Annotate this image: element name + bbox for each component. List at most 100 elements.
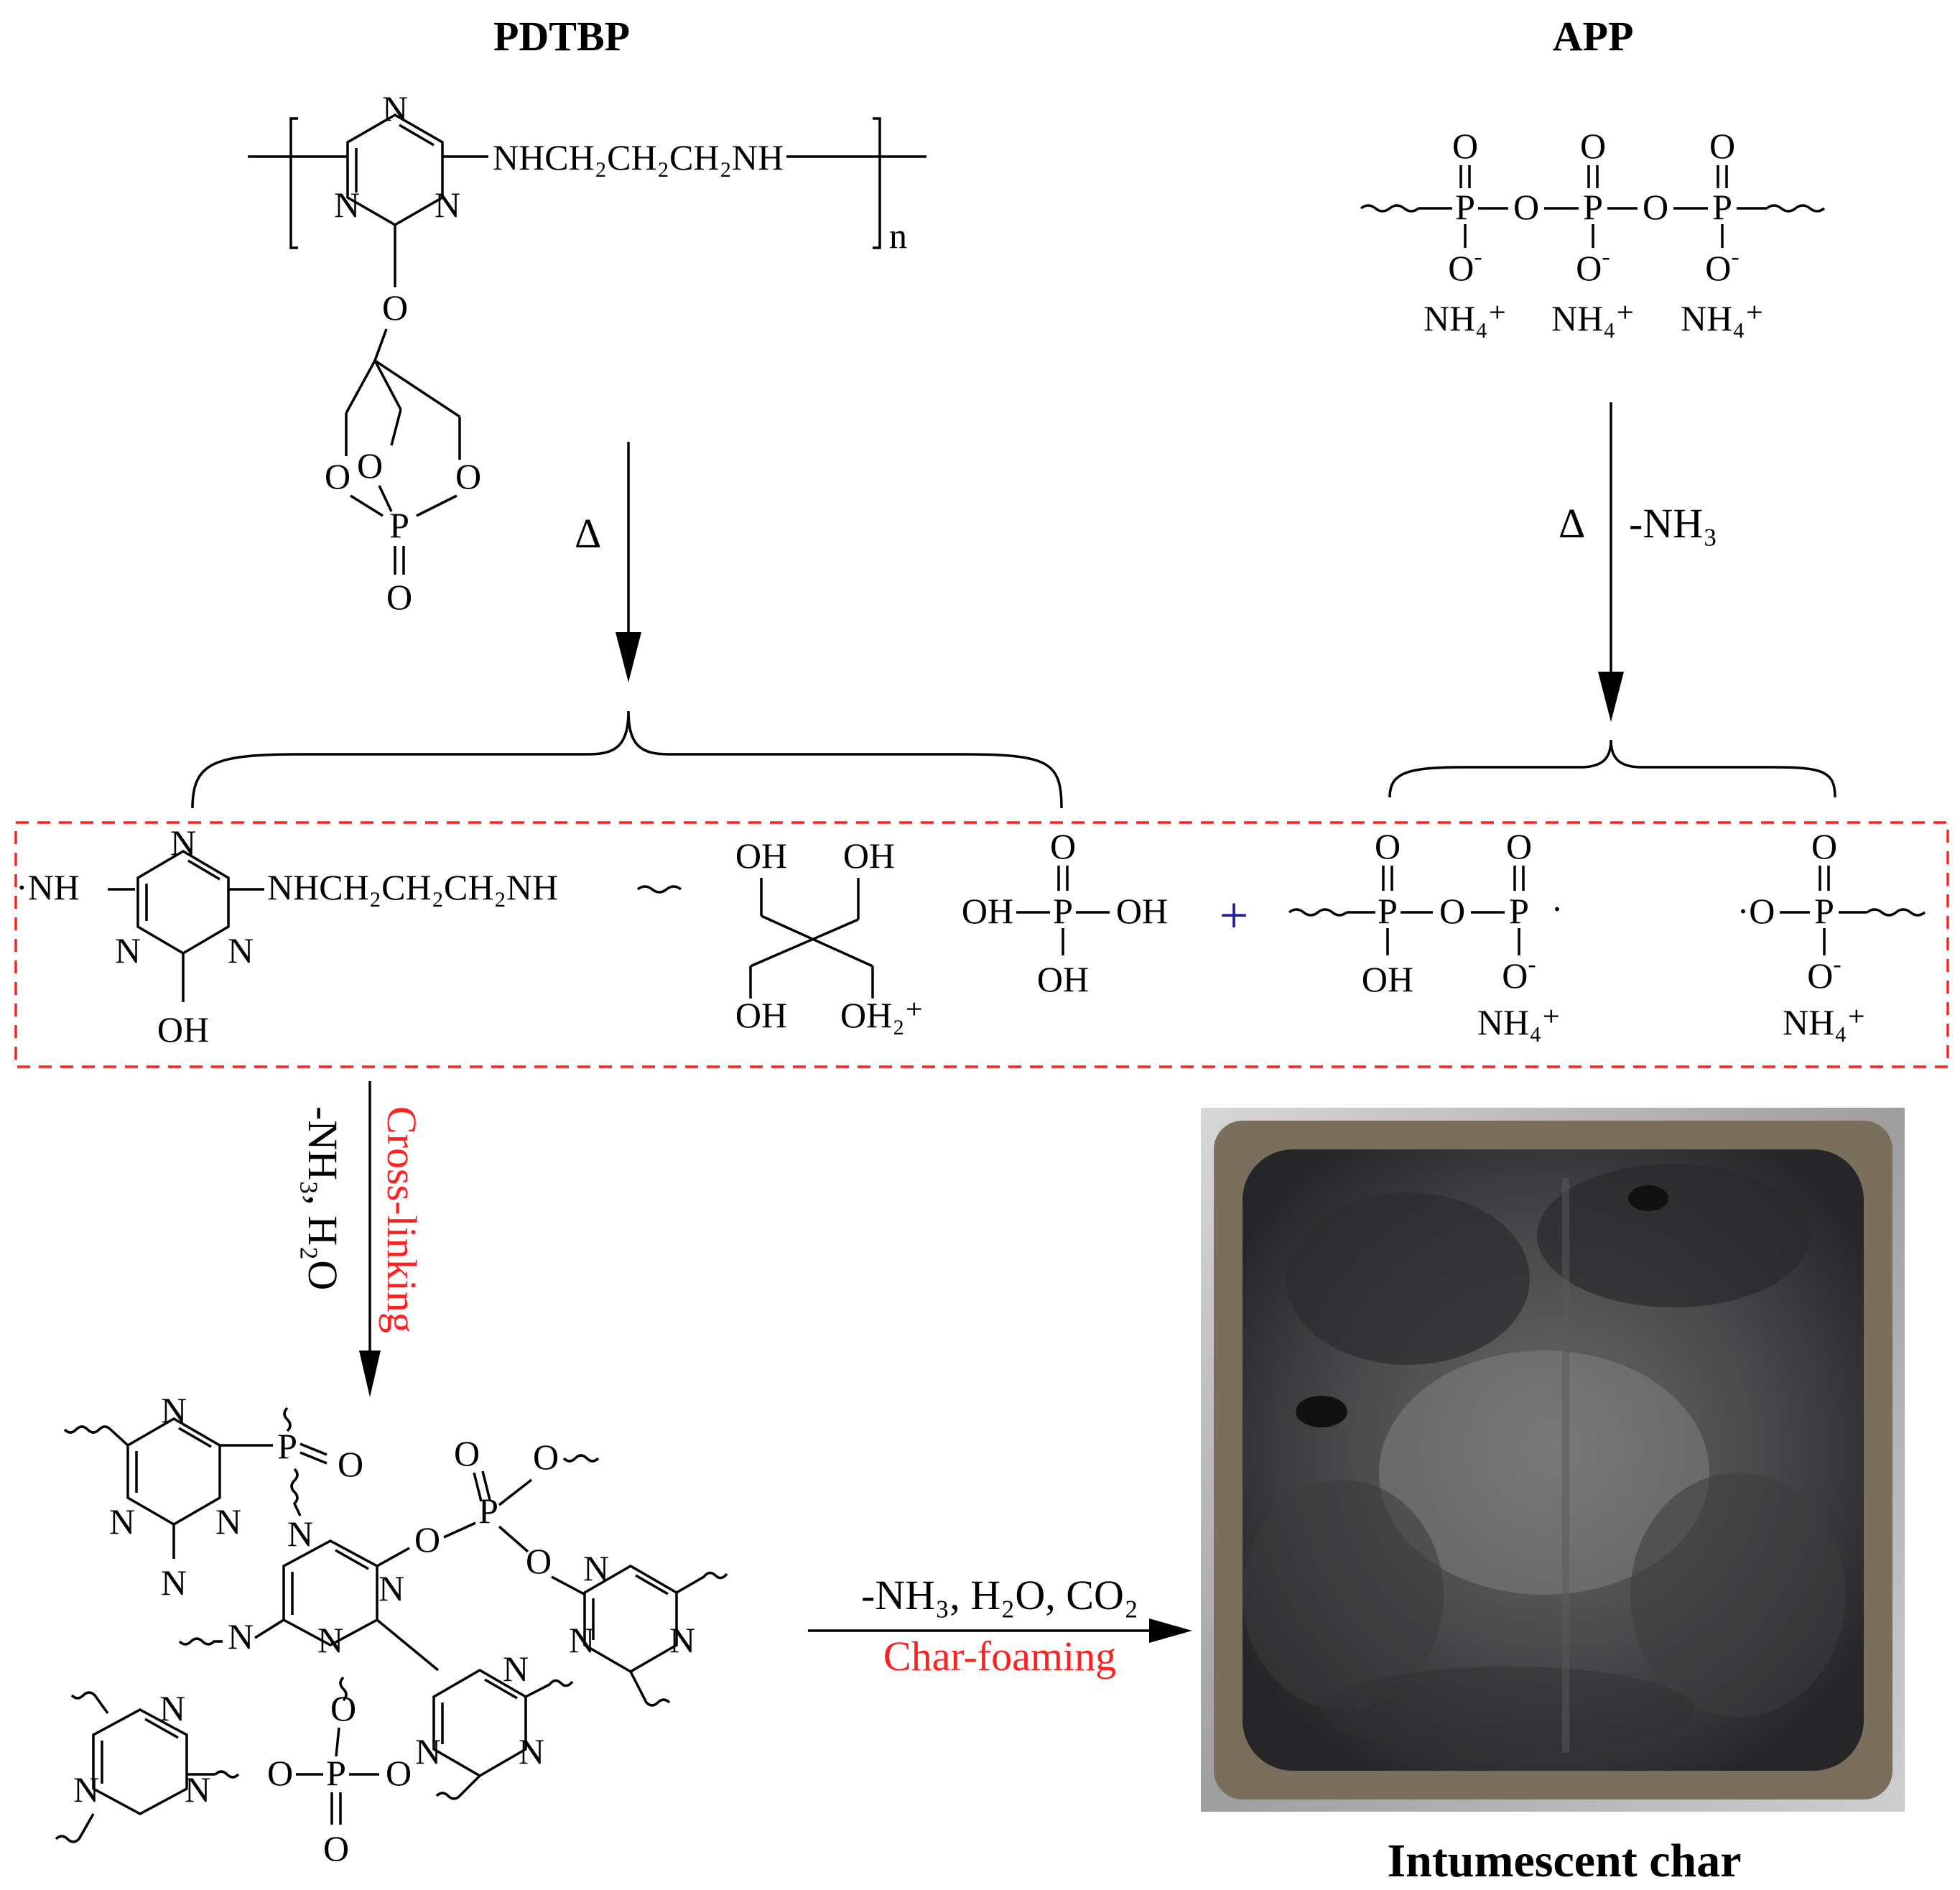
svg-text:O: O: [455, 456, 481, 496]
char-foaming-label: Char-foaming: [883, 1633, 1116, 1680]
svg-text:P: P: [277, 1426, 297, 1466]
svg-text:N: N: [503, 1649, 529, 1689]
pdtbp-brace: [191, 710, 1063, 809]
svg-text:O-: O-: [1705, 244, 1739, 288]
triazine-intermediate: ·NH N N N NHCH₂CH₂CH₂NH OH: [16, 823, 682, 1050]
app-brace: [1388, 739, 1836, 798]
svg-text:N: N: [519, 1731, 544, 1771]
app-structure: APP P O O- NH₄⁺ O P O O- NH₄⁺ O P O O- N…: [1360, 13, 1826, 338]
app-loss-label: -NH₃: [1629, 500, 1717, 547]
svg-text:N: N: [317, 1620, 343, 1660]
svg-text:·NH: ·NH: [16, 867, 80, 907]
svg-text:O: O: [1506, 826, 1532, 866]
svg-text:N: N: [73, 1769, 99, 1810]
intermediate-chain: NHCH₂CH₂CH₂NH: [267, 867, 558, 907]
svg-text:N: N: [161, 1562, 187, 1603]
svg-text:N: N: [170, 823, 196, 863]
svg-text:P: P: [389, 505, 409, 545]
svg-text:N: N: [378, 1568, 404, 1608]
svg-text:OH₂⁺: OH₂⁺: [840, 995, 924, 1035]
svg-text:N: N: [669, 1620, 695, 1660]
svg-text:N: N: [109, 1501, 135, 1542]
crosslinking-arrow: -NH₃, H₂O Cross-linking: [299, 1081, 425, 1397]
svg-text:OH: OH: [1362, 959, 1413, 999]
crosslink-loss-label: -NH₃, H₂O: [299, 1106, 346, 1290]
svg-text:NH₄⁺: NH₄⁺: [1681, 298, 1764, 338]
svg-text:N: N: [228, 930, 254, 971]
pdtbp-title: PDTBP: [493, 13, 630, 60]
app-heat-arrow: Δ -NH₃: [1559, 402, 1717, 722]
svg-text:O: O: [1580, 126, 1606, 166]
svg-text:OH: OH: [1116, 891, 1168, 931]
svg-text:·O: ·O: [1737, 891, 1775, 931]
svg-text:N: N: [115, 930, 141, 971]
char-foaming-arrow: -NH₃, H₂O, CO₂ Char-foaming: [808, 1572, 1192, 1680]
svg-text:O: O: [1452, 126, 1478, 166]
svg-text:N: N: [583, 1548, 609, 1588]
char-photo: [1201, 1108, 1905, 1812]
svg-text:O: O: [386, 577, 412, 617]
svg-text:P: P: [326, 1753, 346, 1793]
app-fragment-left: P O OH O P O O- NH₄⁺ ·: [1288, 826, 1564, 1042]
char-caption: Intumescent char: [1387, 1835, 1741, 1887]
svg-text:N: N: [334, 185, 360, 225]
svg-text:N: N: [415, 1731, 441, 1771]
pdtbp-repeat: n: [889, 216, 907, 256]
svg-text:O: O: [1643, 187, 1668, 227]
svg-text:OH: OH: [735, 995, 787, 1035]
svg-text:N: N: [185, 1769, 210, 1810]
svg-text:N: N: [161, 1390, 187, 1430]
svg-text:N: N: [382, 88, 408, 129]
pdtbp-structure: PDTBP N N N NHCH₂CH₂CH₂NH n O O O O P: [248, 13, 926, 617]
svg-text:O: O: [1709, 126, 1735, 166]
svg-text:O: O: [267, 1753, 293, 1793]
plus-sign: +: [1220, 886, 1249, 944]
svg-text:N: N: [228, 1616, 254, 1657]
pentaerythritol-intermediate: OH OH OH OH₂⁺: [735, 835, 924, 1035]
svg-text:O: O: [325, 456, 350, 496]
pdtbp-chain: NHCH₂CH₂CH₂NH: [493, 137, 784, 177]
svg-text:N: N: [159, 1688, 185, 1728]
app-fragment-right: ·O P O O- NH₄⁺: [1737, 826, 1926, 1042]
svg-text:P: P: [1455, 187, 1475, 227]
intermediates-box: [14, 821, 1949, 1068]
svg-text:O-: O-: [1502, 951, 1536, 996]
svg-text:NH₄⁺: NH₄⁺: [1477, 1002, 1561, 1042]
svg-text:OH: OH: [735, 835, 787, 876]
svg-text:N: N: [287, 1514, 313, 1554]
svg-text:O: O: [357, 445, 383, 486]
svg-text:O: O: [323, 1828, 349, 1868]
app-heat-label: Δ: [1559, 500, 1585, 547]
svg-text:N: N: [569, 1620, 595, 1660]
svg-text:O: O: [1050, 826, 1076, 866]
svg-text:O-: O-: [1576, 244, 1610, 288]
svg-text:OH: OH: [962, 891, 1013, 931]
pdtbp-heat-arrow: Δ: [575, 442, 641, 682]
svg-text:P: P: [1583, 187, 1603, 227]
svg-text:O: O: [382, 287, 408, 328]
svg-text:O-: O-: [1807, 951, 1841, 996]
svg-text:P: P: [1053, 891, 1073, 931]
svg-text:P: P: [1712, 187, 1732, 227]
crosslinked-network: N N N P O N N N N O P O O O N: [55, 1390, 728, 1868]
svg-text:P: P: [1814, 891, 1834, 931]
svg-text:N: N: [435, 185, 460, 225]
svg-text:P: P: [1378, 891, 1398, 931]
svg-text:OH: OH: [157, 1009, 209, 1050]
svg-text:O: O: [1811, 826, 1837, 866]
svg-text:NH₄⁺: NH₄⁺: [1423, 298, 1507, 338]
svg-text:NH₄⁺: NH₄⁺: [1783, 1002, 1866, 1042]
svg-text:P: P: [1509, 891, 1529, 931]
svg-text:N: N: [215, 1501, 241, 1542]
svg-text:O: O: [1513, 187, 1539, 227]
svg-text:O: O: [330, 1688, 356, 1728]
svg-text:·: ·: [1551, 889, 1564, 929]
svg-text:O: O: [1439, 891, 1465, 931]
crosslink-label: Cross-linking: [378, 1106, 425, 1333]
svg-text:O: O: [533, 1437, 559, 1477]
svg-text:O: O: [1375, 826, 1401, 866]
svg-text:OH: OH: [1037, 959, 1089, 999]
svg-text:O: O: [414, 1519, 440, 1560]
svg-text:O: O: [386, 1753, 412, 1793]
